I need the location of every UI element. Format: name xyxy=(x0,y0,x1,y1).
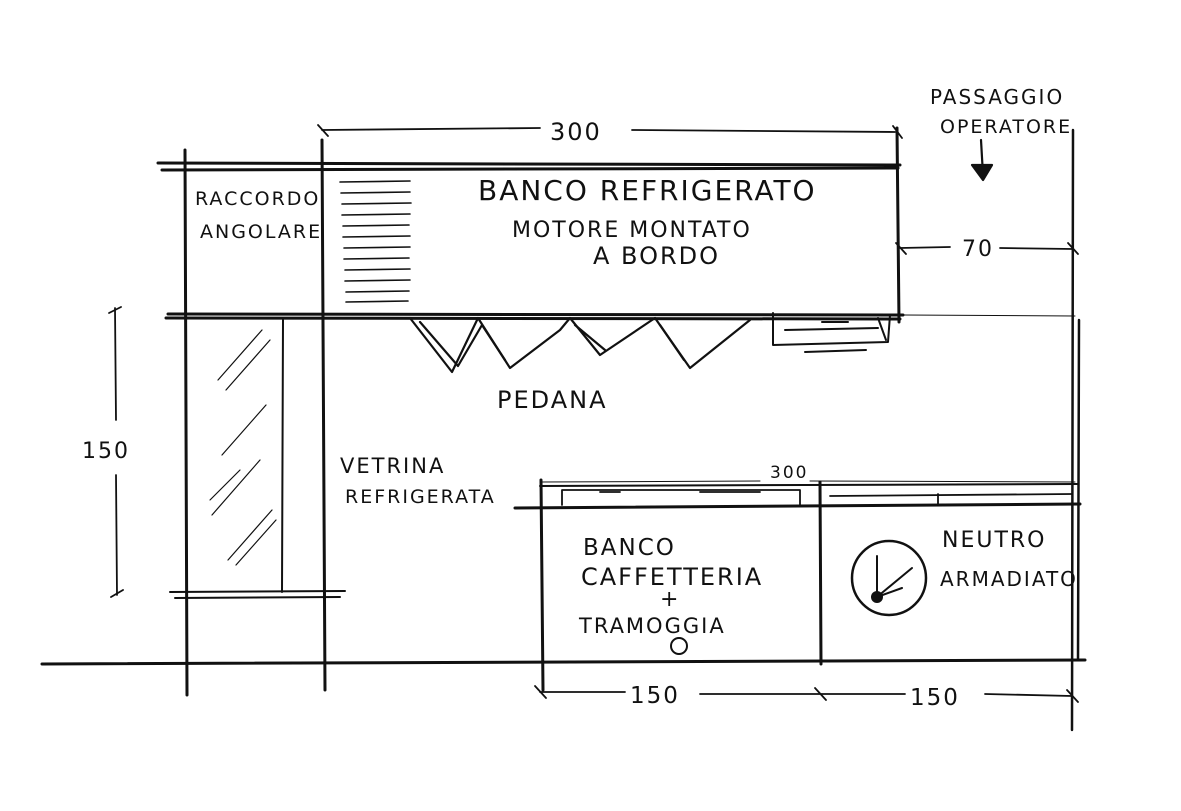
bottom-counters xyxy=(513,478,1082,692)
bottom-counter-left xyxy=(539,478,545,692)
label-caffetteria-plus: + xyxy=(660,587,680,612)
dim-label-bottom-left: 150 xyxy=(630,683,680,709)
dim-label-top: 300 xyxy=(550,118,602,146)
wall-lines xyxy=(40,126,1087,732)
dim-label-bottom-right: 150 xyxy=(910,685,960,711)
dim-top-ticks xyxy=(317,124,903,139)
vetrina-inner-edge xyxy=(281,319,284,593)
bottom-counter-divider xyxy=(818,480,823,666)
label-banco-refrigerato: BANCO REFRIGERATO xyxy=(478,174,817,207)
guide-line-right xyxy=(902,314,1076,317)
label-motore-2: A BORDO xyxy=(593,242,720,270)
label-vetrina-1: VETRINA xyxy=(340,454,445,478)
label-raccordo-2: ANGOLARE xyxy=(200,221,322,243)
vetrina-glass-hatching xyxy=(209,329,277,566)
post-mid xyxy=(320,138,327,692)
neutro-fixture xyxy=(829,493,1073,506)
label-pedana: PEDANA xyxy=(497,386,607,414)
post-left xyxy=(183,148,189,697)
dim-left-ticks xyxy=(108,306,124,598)
passage-arrow-icon xyxy=(970,138,994,182)
right-wall xyxy=(1070,128,1081,732)
dimension-labels: 300 70 150 300 150 150 xyxy=(82,118,994,711)
pedana-zigzag xyxy=(408,316,752,374)
dim-passage-ticks xyxy=(895,242,1079,255)
labels: RACCORDO ANGOLARE BANCO REFRIGERATO MOTO… xyxy=(195,85,1078,638)
dim-top-line xyxy=(321,127,896,133)
bottom-counter-top-2 xyxy=(539,483,1079,487)
top-counter-outline xyxy=(156,161,905,321)
label-passaggio-2: OPERATORE xyxy=(940,116,1072,138)
label-caffetteria-2: CAFFETTERIA xyxy=(581,563,763,591)
label-caffetteria-1: BANCO xyxy=(583,535,676,561)
dim-label-left: 150 xyxy=(82,439,130,464)
small-equipment xyxy=(772,312,891,353)
floor-line xyxy=(40,658,1087,666)
label-vetrina-2: REFRIGERATA xyxy=(345,486,496,508)
dim-bottom-ticks xyxy=(534,685,1079,703)
dim-label-bottom-300: 300 xyxy=(770,463,808,483)
label-neutro-1: NEUTRO xyxy=(942,528,1047,553)
label-neutro-2: ARMADIATO xyxy=(940,567,1078,591)
counter-hatching xyxy=(339,180,412,303)
dim-label-passage: 70 xyxy=(962,237,994,262)
dim-bottom-line xyxy=(539,691,1073,697)
label-passaggio-1: PASSAGGIO xyxy=(930,85,1064,109)
dimension-lines xyxy=(108,124,1079,703)
tramoggia-symbol xyxy=(670,637,688,655)
label-caffetteria-3: TRAMOGGIA xyxy=(578,614,726,638)
bottom-counter-top xyxy=(513,502,1082,510)
dim-left-line xyxy=(114,307,118,596)
coffee-fixture xyxy=(561,489,801,506)
clock-icon xyxy=(850,539,928,617)
dim-bottom-300-line xyxy=(539,480,1076,483)
top-counter-right-edge xyxy=(895,126,901,324)
dim-passage-line xyxy=(899,246,1074,250)
label-raccordo-1: RACCORDO xyxy=(195,188,320,210)
vetrina-bottom xyxy=(169,590,346,599)
label-motore-1: MOTORE MONTATO xyxy=(512,218,752,243)
